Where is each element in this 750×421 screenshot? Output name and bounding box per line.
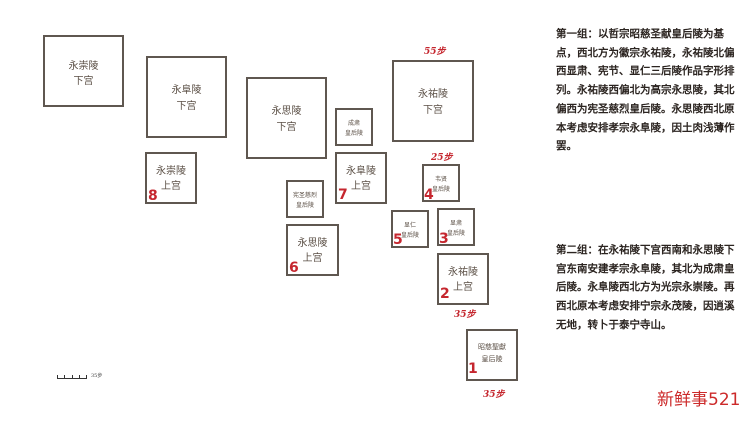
- box-label: 上宫: [161, 181, 181, 192]
- box-label: 永思陵: [297, 238, 328, 249]
- tomb-box-yongchong-upper: 永崇陵 上宫: [145, 152, 197, 204]
- tomb-box-yongyou-lower: 永祐陵 下宫: [392, 60, 474, 142]
- distance-label: 35步: [454, 310, 476, 320]
- box-label: 永思陵: [271, 106, 302, 117]
- box-label: 皇后陵: [446, 230, 465, 237]
- scale-bar: 35步: [57, 372, 117, 382]
- source-watermark: 新鲜事521: [657, 390, 741, 410]
- tomb-box-yongfu-lower: 永阜陵 下宫: [146, 56, 227, 138]
- box-label: 宪圣慈烈: [292, 192, 317, 199]
- scale-tick: [72, 375, 73, 379]
- scale-tick: [57, 375, 58, 379]
- order-number-4: 4: [424, 187, 434, 203]
- box-label: 永祐陵: [448, 267, 478, 278]
- order-number-6: 6: [289, 260, 299, 276]
- group2-paragraph: 第二组：在永祐陵下宫西南和永思陵下宫东南安建孝宗永阜陵，其北为成肃皇后陵。永阜陵…: [556, 244, 735, 331]
- order-number-5: 5: [393, 232, 403, 248]
- distance-label: 25步: [431, 153, 453, 163]
- box-label: 上宫: [453, 282, 473, 293]
- box-label: 下宫: [73, 76, 94, 87]
- tomb-box-yongfu-upper: 永阜陵 上宫: [335, 152, 387, 204]
- box-label: 永阜陵: [171, 85, 202, 96]
- tomb-box-yongsi-upper: 永思陵 上宫: [286, 224, 339, 276]
- box-label: 永崇陵: [156, 166, 186, 177]
- scale-tick: [64, 375, 65, 379]
- tomb-box-chengsu: 成肃 皇后陵: [335, 108, 373, 146]
- box-label: 永阜陵: [346, 166, 376, 177]
- scale-tick: [79, 375, 80, 379]
- order-number-7: 7: [338, 187, 348, 203]
- tomb-box-weixian: 韦贤 皇后陵: [422, 164, 460, 202]
- distance-label: 55步: [424, 47, 446, 57]
- box-label: 韦贤: [434, 176, 447, 183]
- box-label: 永祐陵: [418, 89, 448, 100]
- scale-label: 35步: [91, 373, 103, 379]
- order-number-3: 3: [439, 231, 449, 247]
- tomb-box-xiansheng: 宪圣慈烈 皇后陵: [286, 180, 324, 218]
- order-number-8: 8: [148, 188, 158, 204]
- box-label: 皇后陵: [431, 186, 450, 193]
- box-label: 上宫: [351, 181, 371, 192]
- box-label: 皇后陵: [400, 232, 419, 239]
- tomb-box-zhaoci: 昭慈聖獻 皇后陵: [466, 329, 518, 381]
- box-label: 永崇陵: [68, 61, 99, 72]
- box-label: 下宫: [423, 105, 443, 116]
- box-label: 昭慈聖獻: [478, 343, 506, 351]
- tomb-box-yongyou-upper: 永祐陵 上宫: [437, 253, 489, 305]
- tomb-box-xiansu: 显肃 皇后陵: [437, 208, 475, 246]
- group1-paragraph: 第一组：以哲宗昭慈圣献皇后陵为基点，西北方为徽宗永祐陵，永祐陵北偏西显肃、宪节、…: [556, 28, 735, 153]
- box-label: 下宫: [176, 101, 197, 112]
- box-label: 显肃: [449, 220, 462, 227]
- order-number-2: 2: [440, 286, 450, 302]
- tomb-box-yongchong-lower: 永崇陵 下宫: [43, 35, 124, 107]
- distance-label: 35步: [483, 390, 505, 400]
- box-label: 显仁: [403, 222, 416, 229]
- box-label: 皇后陵: [481, 355, 503, 363]
- box-label: 皇后陵: [295, 202, 314, 209]
- box-label: 成肃: [347, 120, 360, 127]
- tomb-box-xianren: 显仁 皇后陵: [391, 210, 429, 248]
- order-number-1: 1: [468, 361, 478, 377]
- scale-tick: [86, 375, 87, 379]
- box-label: 下宫: [276, 122, 297, 133]
- box-label: 上宫: [302, 253, 323, 264]
- box-label: 皇后陵: [344, 130, 363, 137]
- tomb-box-yongsi-lower: 永思陵 下宫: [246, 77, 327, 159]
